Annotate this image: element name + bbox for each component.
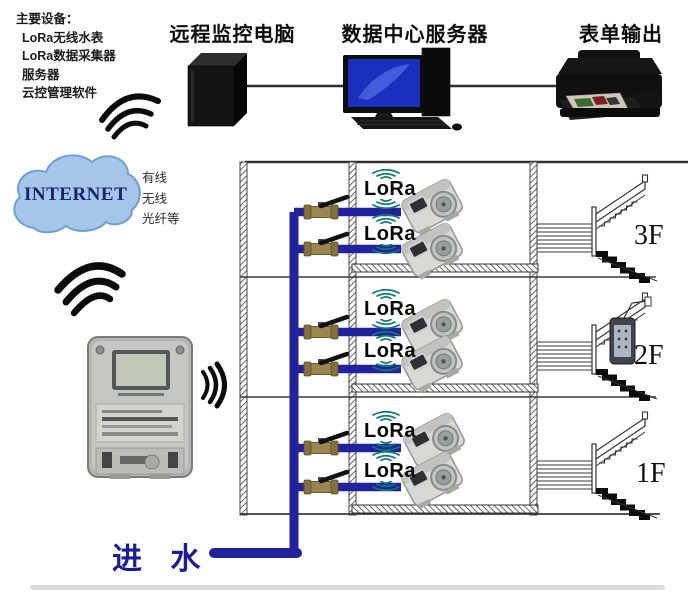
lora-wave-top-icon	[372, 169, 400, 179]
equipment-list: 主要设备： LoRa无线水表 LoRa数据采集器 服务器 云控管理软件	[16, 10, 116, 103]
signal-waves-icon	[99, 93, 161, 140]
remote-pc-title: 远程监控电脑	[169, 24, 296, 46]
equipment-item: LoRa数据采集器	[22, 49, 116, 63]
lora-meter-label: LoRa	[364, 451, 424, 491]
lora-wave-top-icon	[372, 214, 400, 224]
lora-label-text: LoRa	[364, 178, 416, 200]
lora-wave-bottom-icon	[372, 199, 400, 209]
floor-slab-3f	[351, 263, 539, 273]
equipment-list-title: 主要设备：	[16, 12, 79, 26]
equipment-item: 服务器	[22, 67, 60, 82]
floor-label-1f: 1F	[636, 458, 666, 489]
lora-meter-label: LoRa	[364, 411, 424, 451]
lora-wave-top-icon	[372, 411, 400, 421]
collector-device	[87, 336, 193, 479]
phone-icon	[609, 296, 652, 365]
pipe-branches	[294, 207, 401, 492]
lora-label-text: LoRa	[364, 298, 416, 320]
lora-meter-label: LoRa	[364, 331, 424, 371]
lora-wave-bottom-icon	[372, 244, 400, 254]
lora-label-text: LoRa	[364, 460, 416, 482]
lora-label-text: LoRa	[364, 420, 416, 442]
equipment-item: 云控管理软件	[22, 86, 98, 100]
form-output-title: 表单输出	[579, 24, 663, 46]
floor-label-3f: 3F	[634, 220, 664, 251]
lora-meter-label: LoRa	[364, 169, 424, 209]
equipment-item: LoRa无线水表	[22, 30, 104, 45]
lora-label-text: LoRa	[364, 340, 416, 362]
link-type-item: 无线	[142, 191, 168, 206]
water-inlet-label: 进 水	[112, 543, 211, 576]
link-type-item: 光纤等	[142, 212, 180, 226]
internet-label: INTERNET	[24, 184, 128, 205]
printer	[556, 50, 662, 120]
water-pipes	[209, 207, 401, 558]
lora-meter-label: LoRa	[364, 289, 424, 329]
internet-cloud-icon	[13, 154, 141, 234]
floor-slab-1f	[351, 504, 539, 514]
link-type-item: 有线	[142, 171, 168, 185]
floor-label-2f: 2F	[634, 340, 664, 371]
building-structure	[239, 160, 688, 518]
bottom-divider	[30, 585, 665, 590]
lora-wave-top-icon	[372, 331, 400, 341]
lora-wave-top-icon	[372, 451, 400, 461]
link-types: 有线 无线 光纤等	[142, 168, 180, 230]
signal-waves-icon	[201, 361, 227, 409]
lora-wave-top-icon	[372, 289, 400, 299]
lora-meter-label: LoRa	[364, 214, 424, 254]
wall-stairwell	[529, 161, 538, 516]
wall-middle	[348, 161, 357, 516]
data-server-title: 数据中心服务器	[341, 24, 489, 46]
lora-wave-bottom-icon	[372, 361, 400, 371]
lora-wave-bottom-icon	[372, 481, 400, 491]
wall-left	[239, 161, 248, 516]
data-center-server	[343, 47, 462, 131]
floor-slab-2f	[351, 383, 539, 393]
signal-waves-icon	[54, 262, 126, 317]
remote-pc-tower	[187, 53, 247, 127]
lora-wave-bottom-icon	[372, 319, 400, 329]
lora-label-text: LoRa	[364, 223, 416, 245]
lora-wave-bottom-icon	[372, 441, 400, 451]
